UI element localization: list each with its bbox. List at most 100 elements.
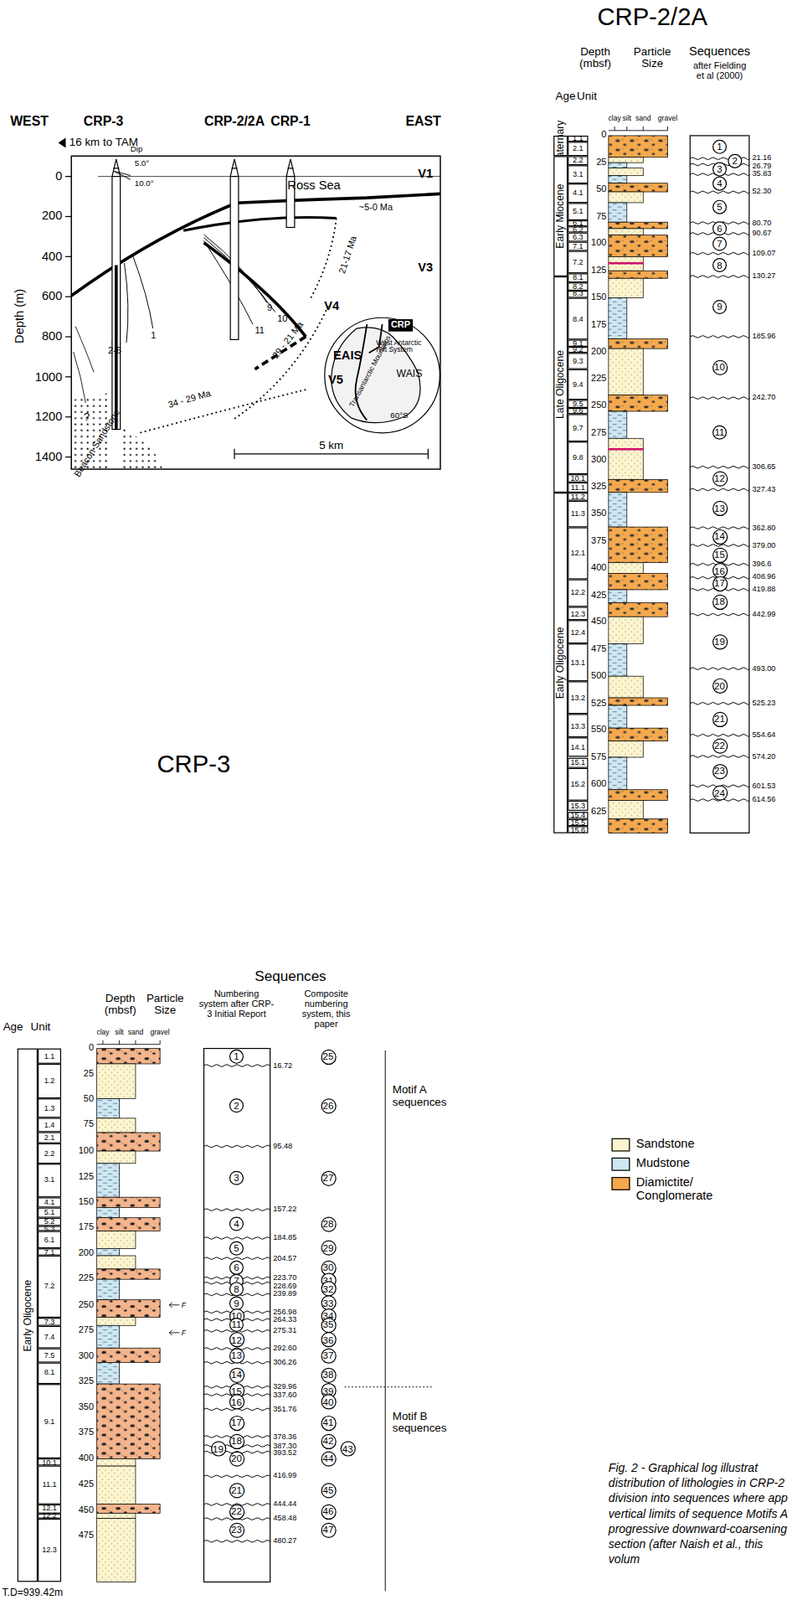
label: 80.70 — [752, 218, 772, 227]
map-label: WAIS — [396, 369, 423, 381]
lithology-band — [608, 395, 669, 412]
sequence-circle: 37 — [320, 1347, 336, 1363]
unit-box: 11.2 — [567, 492, 588, 501]
unit-number: 12.3 — [570, 609, 586, 618]
unit-box: 12.1 — [567, 526, 588, 579]
sequence-boundary — [689, 275, 750, 278]
sequence-number: 10 — [714, 362, 726, 373]
unit-box: 1.3 — [37, 1098, 62, 1118]
unit-number: 9.5 — [572, 399, 584, 407]
legend-pattern — [612, 1157, 631, 1171]
legend-text: Sandstone — [636, 1136, 749, 1151]
label: CRP-2/2A — [204, 113, 265, 129]
label: 306.65 — [752, 462, 777, 472]
lithology-band — [608, 740, 643, 757]
lithology-band — [97, 1465, 136, 1503]
sequence-number: 14 — [231, 1368, 242, 1379]
label: silt — [622, 113, 632, 122]
label: 554.64 — [752, 730, 777, 740]
legend-swatch — [612, 1157, 631, 1171]
label: 600 — [591, 778, 607, 789]
sequence-circle: 2 — [727, 154, 742, 169]
lithology-band — [608, 277, 643, 298]
lithology-band — [97, 1048, 160, 1064]
unit-box: 10.1 — [567, 473, 588, 483]
unit-number: 1.3 — [44, 1104, 56, 1112]
unit-number: 9.4 — [572, 380, 584, 388]
label: 500 — [591, 670, 607, 681]
label: 184.85 — [272, 1233, 297, 1242]
sequence-number: 44 — [323, 1453, 335, 1464]
lithology-band — [608, 298, 628, 340]
label: Unit — [576, 89, 597, 103]
unit-box: 14.1 — [567, 737, 588, 757]
age-box: Quaternary — [553, 135, 568, 157]
sequence-number: 2 — [233, 1100, 239, 1111]
age-box: Late Oligocene — [553, 276, 568, 493]
sequence-number: 3 — [233, 1172, 239, 1183]
sequence-circle: 1 — [712, 139, 727, 155]
lithology-band — [97, 1117, 136, 1132]
unit-box: 7.2 — [37, 1254, 62, 1317]
label: 50 — [596, 184, 607, 195]
unit-box: 7.5 — [37, 1347, 62, 1362]
sequence-circle: 23 — [228, 1521, 244, 1537]
label: V3 — [417, 261, 433, 275]
sequence-circle: 1 — [229, 1049, 244, 1064]
sequence-circle: 41 — [320, 1414, 336, 1430]
unit-number: 10.1 — [570, 473, 586, 482]
label: Numbering system after CRP-3 Initial Rep… — [198, 988, 274, 1019]
unit-box: 11.1 — [37, 1465, 62, 1503]
label: 25 — [596, 157, 607, 168]
label: 378.36 — [272, 1431, 297, 1440]
label: 175 — [78, 1222, 94, 1233]
unit-number: 5.1 — [572, 207, 584, 216]
unit-box: 6.2 — [567, 226, 588, 233]
lithology-band — [608, 202, 628, 222]
label: 292.60 — [272, 1343, 297, 1353]
sequence-circle: 22 — [711, 737, 727, 753]
unit-number: 1.4 — [44, 1121, 56, 1129]
label: 275.31 — [272, 1326, 297, 1335]
label: 337.60 — [272, 1389, 297, 1399]
lithology-band — [97, 1098, 120, 1118]
lithology-band — [97, 1383, 160, 1458]
unit-number: 15.4 — [570, 810, 586, 818]
sequence-number: 6 — [233, 1262, 239, 1273]
unit-number: 9.1 — [44, 1416, 56, 1425]
label: 0 — [88, 1043, 94, 1054]
label: 75 — [596, 211, 607, 222]
scale-line — [608, 129, 669, 131]
label: 25 — [83, 1068, 94, 1079]
sequence-number: 1 — [233, 1051, 239, 1062]
unit-number: 8.4 — [572, 314, 584, 323]
label: Age — [3, 1019, 24, 1033]
label: 125 — [78, 1171, 94, 1182]
lithology-band — [608, 727, 669, 741]
unit-box: 8.2 — [567, 282, 588, 290]
sequence-number: 12 — [714, 473, 726, 484]
unit-box: 12.4 — [567, 619, 588, 643]
unit-box: 4.1 — [37, 1196, 62, 1207]
lithology-band — [97, 1316, 136, 1325]
sequence-circle: 16 — [228, 1393, 244, 1410]
sequence-boundary — [689, 667, 750, 670]
sequence-number: 3 — [716, 164, 722, 175]
sequence-circle: 19 — [711, 633, 727, 649]
sequence-circle: 19 — [210, 1440, 226, 1456]
unit-number: 7.5 — [44, 1350, 56, 1358]
lithology-band — [97, 1131, 160, 1151]
sequence-boundary — [689, 701, 750, 705]
sequence-circle: 7 — [712, 236, 727, 251]
sequence-circle: 17 — [711, 576, 727, 592]
sequence-circle: 40 — [320, 1393, 336, 1410]
lithology-band — [97, 1347, 160, 1362]
lithology-band — [97, 1512, 136, 1518]
lithology-band — [608, 818, 669, 834]
map-label: CRP — [390, 320, 411, 330]
unit-number: 11.1 — [570, 483, 586, 491]
label: F — [181, 1300, 186, 1308]
lithology-band — [608, 162, 628, 168]
age-label: Early Miocene — [555, 183, 566, 248]
label: 525 — [591, 697, 607, 708]
